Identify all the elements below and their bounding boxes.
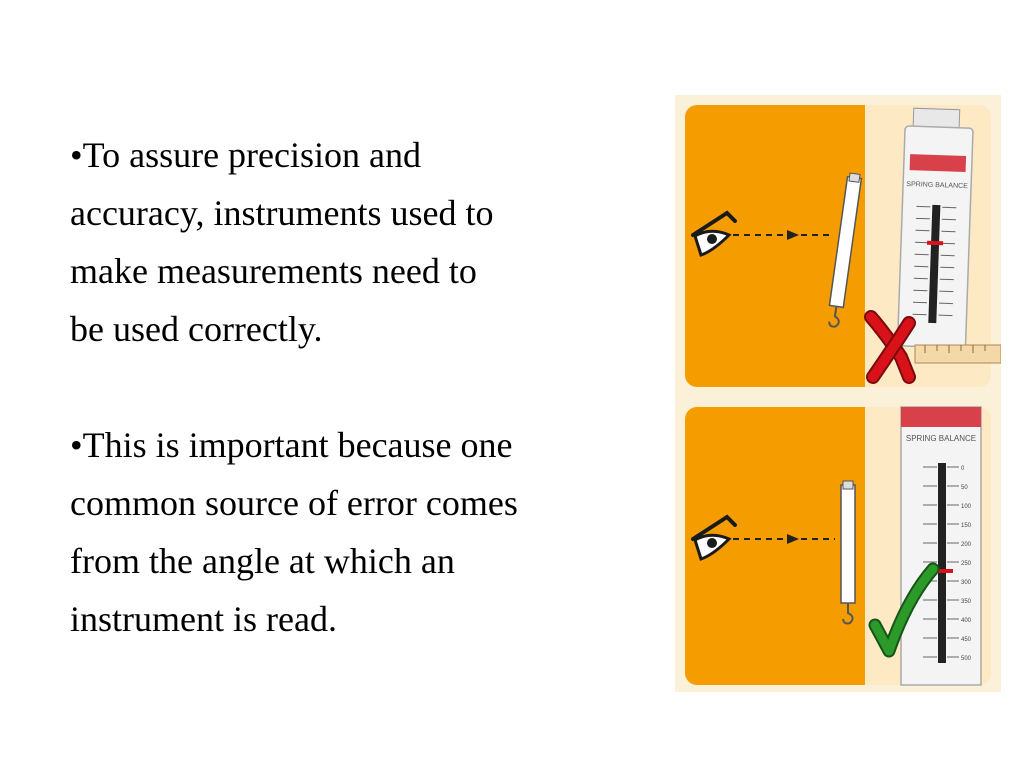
scale-number: 0 — [961, 466, 965, 472]
scale-number: 250 — [961, 561, 972, 567]
bullet-line: instrument is read. — [70, 599, 337, 639]
bullet-marker: • — [70, 135, 83, 175]
scale-number: 300 — [961, 580, 972, 586]
scale-number: 100 — [961, 504, 972, 510]
panel-incorrect: SPRING BALANCE — [685, 105, 1001, 387]
bullet-paragraph-precision: •To assure precision and accuracy, instr… — [70, 126, 660, 358]
small-spring-balance — [840, 480, 856, 625]
bullet-marker: • — [70, 425, 83, 465]
arrow-head-icon — [787, 230, 799, 240]
bullet-paragraph-angle: •This is important because one common so… — [70, 416, 660, 648]
orange-panel — [685, 105, 865, 387]
scale-number: 150 — [961, 523, 972, 529]
bullet-line: common source of error comes — [70, 483, 518, 523]
scale-red-band — [901, 407, 981, 427]
eye-icon — [691, 514, 737, 561]
scale-number: 50 — [961, 485, 968, 491]
large-spring-balance: SPRING BALANCE — [896, 107, 974, 349]
parallax-illustration: SPRING BALANCE — [675, 95, 1001, 692]
bullet-line: This is important because one — [82, 425, 513, 465]
large-spring-balance: SPRING BALANCE 0 50 100 150 200 250 300 350 400 4… — [900, 406, 982, 686]
scale-number: 400 — [961, 618, 972, 624]
scale-number: 350 — [961, 599, 972, 605]
ruler — [914, 344, 1001, 364]
scale-number: 450 — [961, 637, 972, 643]
scale-header: SPRING BALANCE — [906, 434, 976, 443]
small-spring-balance — [828, 172, 863, 328]
green-check-icon — [868, 562, 940, 658]
arrow-head-icon — [787, 534, 799, 544]
panel-correct: SPRING BALANCE 0 50 100 150 200 250 300 350 400 4… — [685, 406, 991, 686]
scale-header: SPRING BALANCE — [906, 181, 968, 190]
scale-red-band — [909, 154, 967, 173]
parallax-illustration-svg: SPRING BALANCE — [675, 95, 1001, 692]
bullet-line: be used correctly. — [70, 309, 323, 349]
bullet-line: from the angle at which an — [70, 541, 455, 581]
red-cross-icon — [864, 310, 916, 384]
scale-number: 500 — [961, 656, 972, 662]
bullet-line: To assure precision and — [82, 135, 421, 175]
orange-panel — [685, 407, 865, 685]
bullet-text-block: •To assure precision and accuracy, instr… — [70, 126, 660, 648]
bullet-line: accuracy, instruments used to — [70, 193, 494, 233]
scale-number: 200 — [961, 542, 972, 548]
eye-icon — [691, 210, 737, 257]
bullet-line: make measurements need to — [70, 251, 477, 291]
